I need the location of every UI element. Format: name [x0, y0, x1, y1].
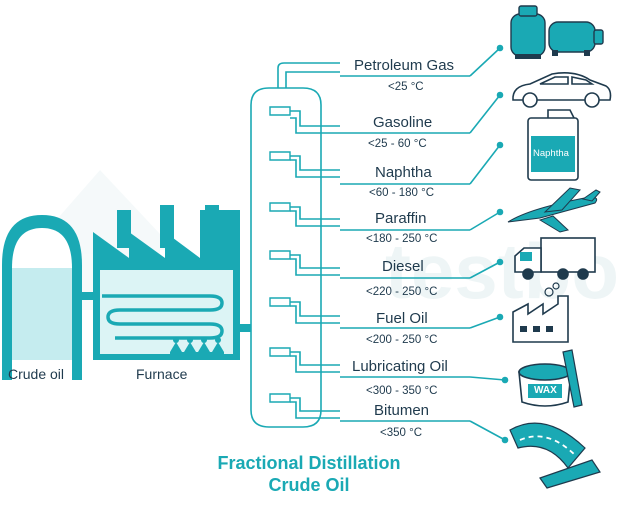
wax-tub-icon	[518, 349, 583, 408]
fraction-name-naphtha: Naphtha	[375, 164, 432, 181]
feed-pipe	[72, 292, 102, 300]
diagram-title-line1: Fractional Distillation	[217, 453, 401, 473]
distillation-column	[250, 62, 340, 428]
fraction-underlines	[340, 75, 470, 422]
fraction-name-bitumen: Bitumen	[374, 402, 430, 419]
fraction-name-fuel-oil: Fuel Oil	[376, 310, 428, 327]
fraction-temp-paraffin: <180 - 250 °C	[366, 233, 438, 245]
car-icon	[512, 72, 612, 108]
fraction-name-paraffin: Paraffin	[375, 210, 427, 227]
leader-lines	[469, 44, 509, 444]
diagram-title-line2: Crude Oil	[268, 475, 350, 495]
fraction-name-gasoline: Gasoline	[373, 114, 433, 131]
fraction-temp-naphtha: <60 - 180 °C	[369, 187, 435, 199]
crude-oil-tank	[2, 215, 82, 380]
fraction-temp-petroleum-gas: <25 °C	[388, 81, 424, 93]
furnace-caption: Furnace	[136, 366, 188, 382]
fraction-temp-fuel-oil: <200 - 250 °C	[366, 334, 438, 346]
fraction-temp-lubricating-oil: <300 - 350 °C	[366, 385, 438, 397]
naphtha-can-label: Naphtha	[533, 148, 569, 159]
road-icon	[509, 422, 601, 489]
fraction-temp-bitumen: <350 °C	[380, 427, 423, 439]
naphtha-can-icon	[527, 109, 579, 181]
fraction-name-diesel: Diesel	[382, 258, 424, 275]
fraction-name-lubricating-oil: Lubricating Oil	[352, 358, 448, 375]
fraction-temp-gasoline: <25 - 60 °C	[368, 138, 427, 150]
airplane-icon	[507, 187, 601, 233]
furnace	[93, 205, 240, 360]
truck-icon	[514, 237, 596, 280]
wax-label: WAX	[534, 385, 557, 396]
gas-cylinder-icon	[510, 5, 604, 59]
fraction-name-petroleum-gas: Petroleum Gas	[354, 57, 455, 74]
fraction-temp-diesel: <220 - 250 °C	[366, 286, 438, 298]
column-feed-pipe	[233, 324, 251, 332]
factory-icon	[512, 282, 569, 343]
crude-oil-caption: Crude oil	[8, 366, 65, 382]
